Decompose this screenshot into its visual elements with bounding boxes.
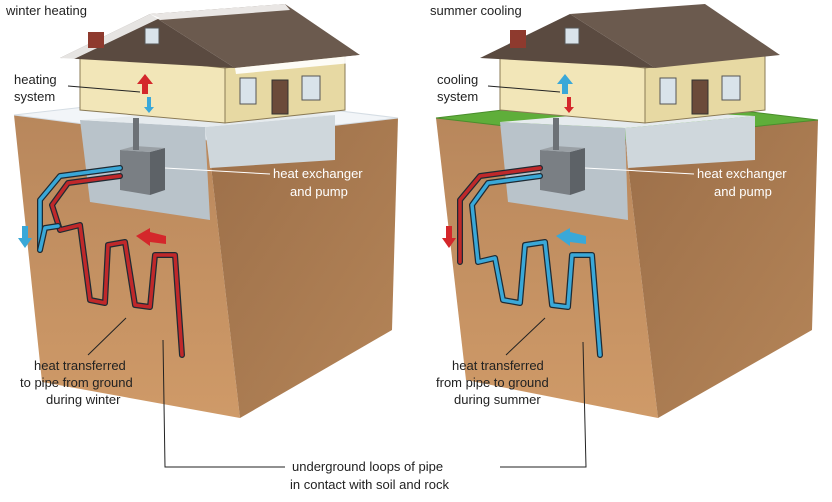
cooling-system-label-1: cooling	[437, 72, 478, 87]
winter-chimney	[88, 30, 104, 48]
bottom-label-1: underground loops of pipe	[292, 459, 443, 474]
summer-title: summer cooling	[430, 3, 522, 18]
summer-pipes	[457, 165, 603, 358]
summer-transfer-label-3: during summer	[454, 392, 541, 407]
winter-window	[144, 27, 160, 45]
summer-panel: summer cooling cooling system heat excha…	[430, 3, 819, 418]
winter-transfer-label-3: during winter	[46, 392, 121, 407]
summer-chimney	[510, 30, 526, 48]
summer-blue-arrow-icon	[556, 228, 586, 246]
heating-system-label-1: heating	[14, 72, 57, 87]
summer-door	[691, 79, 709, 115]
cooling-system-label-2: system	[437, 89, 478, 104]
winter-pipes	[37, 165, 185, 358]
winter-soil-side	[208, 118, 398, 418]
summer-transfer-label-2: from pipe to ground	[436, 375, 549, 390]
winter-exchanger-label-2: and pump	[290, 184, 348, 199]
summer-transfer-label-1: heat transferred	[452, 358, 544, 373]
summer-up-arrow-icon	[557, 74, 573, 94]
winter-heat-exchanger	[120, 150, 150, 195]
winter-blue-down-arrow-icon	[18, 226, 32, 248]
summer-red-down-arrow-icon	[442, 226, 456, 248]
summer-window	[564, 27, 580, 45]
summer-exchanger-label-2: and pump	[714, 184, 772, 199]
bottom-connector	[162, 339, 587, 468]
summer-soil-side	[625, 120, 818, 418]
bottom-label-2: in contact with soil and rock	[290, 477, 449, 492]
winter-title: winter heating	[5, 3, 87, 18]
winter-door	[271, 79, 289, 115]
winter-exchanger-label-1: heat exchanger	[273, 166, 363, 181]
winter-red-arrow-icon	[136, 228, 166, 246]
winter-transfer-label-2: to pipe from ground	[20, 375, 133, 390]
heating-system-label-2: system	[14, 89, 55, 104]
winter-up-arrow-icon	[137, 74, 153, 94]
summer-heat-exchanger	[540, 150, 570, 195]
summer-exchanger-label-1: heat exchanger	[697, 166, 787, 181]
winter-panel: winter heating heating system heat excha…	[5, 3, 399, 418]
winter-transfer-label-1: heat transferred	[34, 358, 126, 373]
